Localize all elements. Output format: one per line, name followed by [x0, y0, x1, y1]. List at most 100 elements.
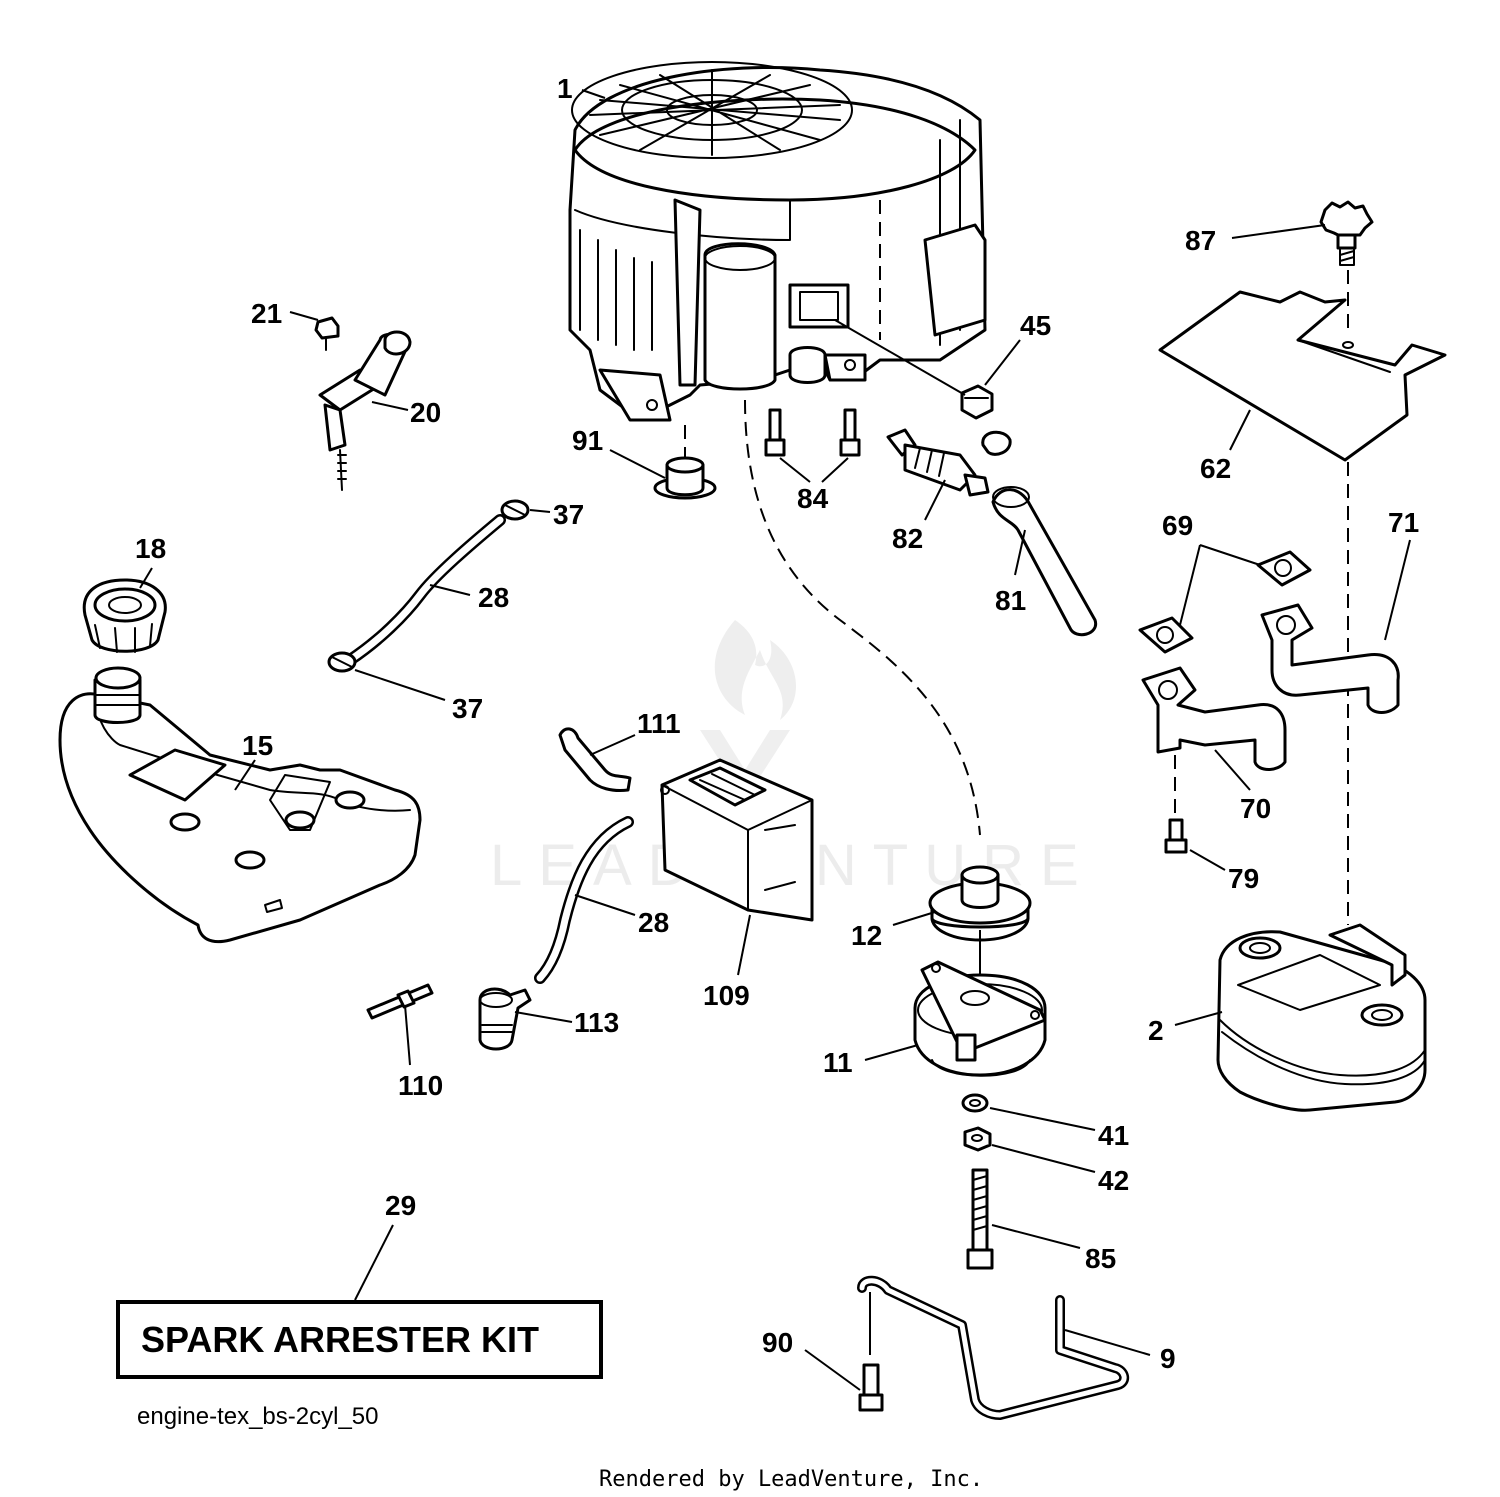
fuel-filter-part-113[interactable] — [478, 987, 532, 1051]
screw-part-21[interactable] — [314, 316, 340, 351]
drain-hose-part-81[interactable] — [991, 486, 1098, 637]
callout-42: 42 — [1098, 1165, 1129, 1196]
leader-45-engine — [834, 319, 966, 396]
leader-1 — [581, 89, 606, 99]
callout-21: 21 — [251, 298, 282, 329]
leader-113 — [514, 1011, 573, 1023]
leader-81 — [1014, 529, 1026, 576]
rod-part-9[interactable] — [857, 1275, 1130, 1420]
hose-part-111[interactable] — [558, 727, 632, 792]
clamp-part-37-lower[interactable] — [327, 651, 357, 673]
leader-79 — [1189, 849, 1226, 871]
clamp-part-37-upper[interactable] — [500, 499, 530, 521]
callout-70: 70 — [1240, 793, 1271, 824]
leader-2 — [1174, 1011, 1223, 1026]
callout-81: 81 — [995, 585, 1026, 616]
canister-part-109[interactable] — [660, 758, 814, 922]
muffler-part-2[interactable] — [1216, 923, 1427, 1112]
leader-111 — [589, 734, 636, 756]
callout-9: 9 — [1160, 1343, 1176, 1374]
callout-12: 12 — [851, 920, 882, 951]
callout-79: 79 — [1228, 863, 1259, 894]
callout-41: 41 — [1098, 1120, 1129, 1151]
leader-91 — [609, 449, 666, 479]
gasket-part-69b[interactable] — [1138, 616, 1194, 654]
leader-15 — [234, 759, 256, 791]
leader-11 — [864, 1044, 919, 1061]
callout-2: 2 — [1148, 1015, 1164, 1046]
connector-part-110[interactable] — [366, 983, 434, 1020]
callout-37-lower: 37 — [452, 693, 483, 724]
leader-110 — [404, 1004, 411, 1066]
nut-part-45[interactable] — [960, 384, 994, 420]
callout-111: 111 — [637, 708, 681, 739]
leader-62 — [1229, 409, 1251, 451]
callout-113: 113 — [574, 1007, 619, 1038]
leader-45 — [984, 339, 1021, 386]
throttle-control-part-20[interactable] — [318, 330, 412, 491]
callout-87: 87 — [1185, 225, 1216, 256]
leader-41 — [989, 1107, 1096, 1131]
hose-part-28-lower[interactable] — [534, 816, 634, 984]
hose-part-28-upper[interactable] — [344, 514, 506, 666]
heat-shield-part-62[interactable] — [1158, 270, 1447, 462]
leader-37-lower — [354, 669, 446, 701]
leader-29 — [354, 1224, 394, 1301]
callout-20: 20 — [410, 397, 441, 428]
leader-37-upper — [529, 509, 551, 513]
callout-1: 1 — [557, 73, 573, 104]
bolt-part-84b[interactable] — [839, 408, 861, 457]
clutch-part-11[interactable] — [913, 960, 1047, 1077]
bolt-part-85[interactable] — [966, 1168, 994, 1270]
callout-91: 91 — [572, 425, 603, 456]
gasket-part-69a[interactable] — [1256, 550, 1312, 587]
bolt-part-84a[interactable] — [764, 408, 786, 457]
callout-110: 110 — [398, 1070, 443, 1101]
exhaust-pipe-part-71[interactable] — [1260, 603, 1400, 714]
watermark-flame-icon — [714, 620, 797, 720]
leader-85 — [991, 1224, 1081, 1249]
watermark-v-icon — [700, 730, 790, 800]
callout-18: 18 — [135, 533, 166, 564]
fuel-tank-part-15[interactable] — [58, 666, 422, 944]
engine-to-pulley-line — [744, 399, 981, 836]
callout-15: 15 — [242, 730, 273, 761]
callout-69: 69 — [1162, 510, 1193, 541]
diagram-reference-code: engine-tex_bs-2cyl_50 — [137, 1403, 379, 1430]
leader-71 — [1384, 539, 1411, 641]
washer-part-41[interactable] — [961, 1093, 989, 1113]
leader-69 — [1179, 544, 1261, 626]
leader-109 — [737, 914, 751, 976]
spark-arrester-kit-label: SPARK ARRESTER KIT — [141, 1319, 539, 1360]
callout-82: 82 — [892, 523, 923, 554]
leader-82 — [924, 479, 946, 521]
bushing-part-91[interactable] — [653, 425, 717, 500]
leader-87 — [1231, 224, 1326, 239]
leader-21 — [289, 311, 319, 321]
render-footer: Rendered by LeadVenture, Inc. — [599, 1467, 983, 1492]
exhaust-pipe-part-70[interactable] — [1141, 666, 1287, 771]
drain-valve-part-82[interactable] — [886, 428, 1012, 497]
callout-29: 29 — [385, 1190, 416, 1221]
leader-20 — [371, 401, 409, 411]
bolt-part-90[interactable] — [858, 1363, 884, 1412]
engine-part[interactable] — [568, 61, 987, 422]
pulley-part-12[interactable] — [928, 865, 1032, 942]
callout-62: 62 — [1200, 453, 1231, 484]
screw-part-79[interactable] — [1164, 818, 1188, 854]
callout-45: 45 — [1020, 310, 1051, 341]
callout-109: 109 — [703, 980, 750, 1011]
leader-42 — [991, 1144, 1096, 1173]
leader-18 — [139, 567, 153, 589]
knob-part-87[interactable] — [1319, 200, 1374, 266]
callout-11: 11 — [823, 1047, 853, 1078]
lock-washer-part-42[interactable] — [963, 1126, 992, 1152]
leader-12 — [892, 911, 936, 926]
callout-84: 84 — [797, 483, 829, 514]
fuel-cap-part-18[interactable] — [82, 578, 167, 653]
callout-71: 71 — [1388, 507, 1419, 538]
leader-70 — [1214, 749, 1251, 791]
spark-arrester-kit-box[interactable]: SPARK ARRESTER KIT — [116, 1300, 603, 1379]
